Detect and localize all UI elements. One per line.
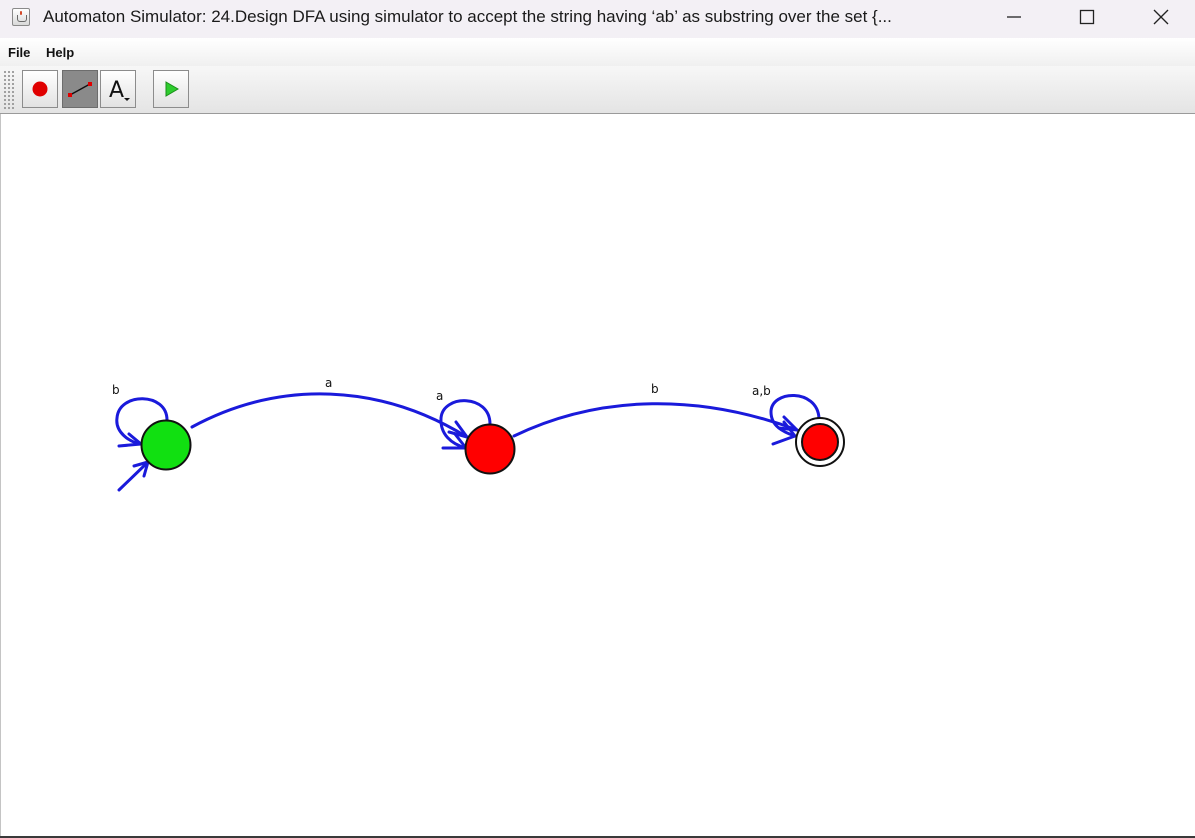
state-q0[interactable] (140, 419, 192, 471)
automaton-diagram: b a a b a,b (112, 376, 845, 492)
transition-tool-button[interactable] (62, 70, 98, 108)
title-bar: Automaton Simulator: 24.Design DFA using… (0, 0, 1195, 38)
text-a-icon: A (109, 78, 130, 103)
automaton-canvas[interactable]: b a a b a,b (0, 114, 1195, 838)
state-tool-button[interactable] (22, 70, 58, 108)
text-tool-letter: A (109, 78, 124, 103)
minimize-button[interactable] (984, 0, 1044, 34)
transition-q1-q2[interactable] (512, 402, 799, 438)
maximize-icon (1079, 9, 1095, 25)
window-bottom-border (0, 836, 1195, 838)
transition-label-q1-q2: b (651, 382, 659, 396)
window-title: Automaton Simulator: 24.Design DFA using… (43, 7, 892, 26)
transition-label-q0-self: b (112, 383, 120, 397)
maximize-button[interactable] (1057, 0, 1117, 34)
start-arrow (117, 460, 150, 492)
minimize-icon (1007, 16, 1021, 18)
text-tool-button[interactable]: A (100, 70, 136, 108)
toolbar-grip-handle[interactable] (3, 70, 16, 110)
close-icon (1153, 9, 1169, 25)
arrow-line-icon (68, 82, 92, 97)
transition-q0-q1[interactable] (190, 392, 469, 439)
transition-q0-self[interactable] (115, 397, 169, 448)
run-tool-button[interactable] (153, 70, 189, 108)
state-q1[interactable] (464, 423, 516, 475)
toolbar: A (0, 66, 1195, 114)
close-button[interactable] (1131, 0, 1191, 34)
menu-bar: File Help (0, 38, 1195, 66)
red-circle-icon (32, 81, 48, 97)
transition-label-q1-self: a (436, 389, 443, 403)
green-play-icon (165, 81, 179, 97)
transition-q1-self[interactable] (439, 399, 492, 450)
java-cup-icon[interactable] (12, 8, 30, 26)
transition-label-q2-self: a,b (752, 384, 771, 398)
menu-file[interactable]: File (8, 45, 31, 60)
state-q2[interactable] (801, 423, 839, 461)
menu-help[interactable]: Help (46, 45, 75, 60)
transition-q2-self[interactable] (769, 394, 821, 446)
transition-label-q0-q1: a (325, 376, 332, 390)
